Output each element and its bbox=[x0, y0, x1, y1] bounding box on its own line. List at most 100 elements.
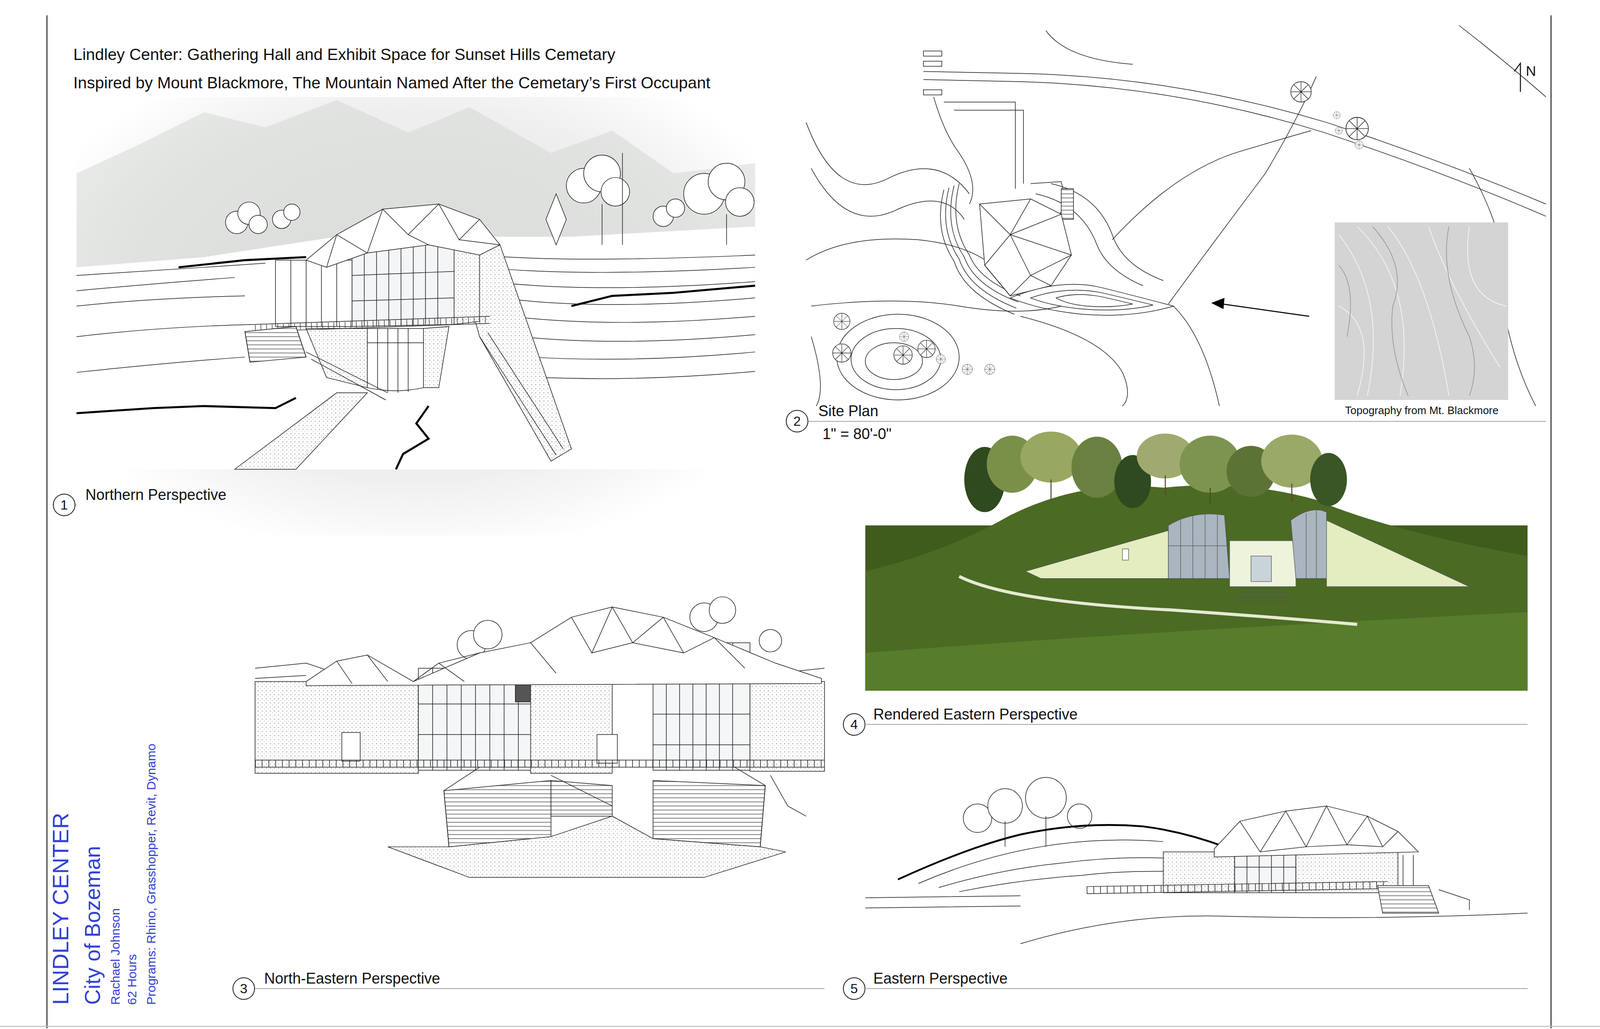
northern-perspective bbox=[245, 326, 307, 363]
view-title: Site Plan bbox=[818, 402, 879, 420]
site-plan bbox=[1446, 226, 1475, 397]
view-title: Rendered Eastern Perspective bbox=[873, 706, 1078, 723]
northern-perspective bbox=[530, 352, 755, 360]
inset-caption: Topography from Mt. Blackmore bbox=[1345, 404, 1499, 418]
rendered-eastern-perspective bbox=[1306, 510, 1317, 579]
eastern-perspective bbox=[1438, 889, 1470, 910]
north-eastern-perspective bbox=[759, 629, 782, 653]
rendered-eastern-perspective bbox=[1233, 588, 1293, 601]
site-plan bbox=[1428, 226, 1500, 368]
north-eastern-perspective bbox=[336, 607, 745, 684]
site-plan bbox=[1020, 316, 1128, 407]
view-number-circle: 1Northern Perspective bbox=[52, 493, 76, 517]
site-plan bbox=[1112, 130, 1312, 240]
north-eastern-perspective bbox=[255, 760, 825, 768]
site-plan bbox=[1345, 117, 1369, 140]
eastern-perspective bbox=[963, 777, 1093, 833]
site-plan bbox=[962, 364, 973, 375]
rendered-eastern-perspective bbox=[865, 612, 1528, 691]
northern-perspective bbox=[76, 397, 297, 414]
callout-number: 4 bbox=[850, 717, 858, 732]
northern-perspective bbox=[306, 328, 368, 388]
rendered-eastern-perspective bbox=[1168, 514, 1230, 579]
site-plan bbox=[899, 332, 909, 342]
rendered-eastern-perspective bbox=[959, 576, 1358, 625]
title-rule bbox=[255, 988, 825, 989]
site-plan bbox=[832, 343, 851, 363]
view-number-circle: 4Rendered Eastern Perspective bbox=[842, 713, 866, 736]
callout-number: 1 bbox=[60, 498, 68, 512]
rendered-eastern-perspective bbox=[865, 431, 1528, 691]
site-plan bbox=[806, 122, 970, 194]
site-plan bbox=[1372, 226, 1409, 397]
northern-perspective bbox=[306, 204, 500, 268]
sheet-frame bbox=[0, 15, 1600, 1029]
northern-perspective bbox=[76, 97, 756, 536]
north-eastern-perspective bbox=[652, 780, 765, 847]
sheet-frame bbox=[0, 1026, 1600, 1028]
title-rule bbox=[866, 724, 1528, 725]
rendered-eastern-perspective bbox=[1229, 540, 1296, 587]
site-plan bbox=[923, 61, 942, 67]
eastern-perspective bbox=[1163, 852, 1235, 893]
northern-perspective bbox=[479, 332, 564, 455]
author-name: Rachael Johnson bbox=[109, 908, 122, 1005]
eastern-perspective bbox=[865, 895, 1021, 908]
scale-note: 1" = 80'-0" bbox=[822, 425, 892, 443]
site-plan bbox=[1338, 226, 1507, 397]
north-eastern-perspective bbox=[550, 780, 613, 817]
view-number-circle: 2Site Plan bbox=[785, 410, 809, 433]
north-eastern-perspective bbox=[443, 767, 765, 848]
site-plan bbox=[1211, 297, 1225, 310]
site-plan bbox=[923, 50, 942, 56]
north-eastern-perspective bbox=[306, 607, 822, 686]
eastern-perspective bbox=[865, 777, 1528, 944]
callout-number: 5 bbox=[850, 982, 858, 996]
site-plan bbox=[1387, 226, 1450, 397]
view-number-circle: 5Eastern Perspective bbox=[842, 977, 866, 1000]
north-eastern-perspective bbox=[473, 620, 503, 650]
northern-perspective bbox=[76, 277, 235, 291]
northern-perspective bbox=[249, 215, 268, 234]
project-name: LINDLEY CENTER bbox=[49, 812, 72, 1005]
northern-perspective bbox=[500, 297, 755, 305]
site-plan bbox=[1030, 290, 1153, 311]
callout-number: 3 bbox=[240, 982, 248, 996]
site-plan bbox=[917, 340, 936, 358]
northern-perspective bbox=[76, 357, 245, 373]
site-plan bbox=[1355, 140, 1364, 150]
site-plan bbox=[811, 336, 821, 407]
northern-perspective bbox=[352, 242, 455, 327]
sheet-frame bbox=[46, 15, 48, 1029]
title-rule bbox=[866, 988, 1528, 989]
eastern-perspective bbox=[959, 871, 1194, 892]
client-name: City of Bozeman bbox=[81, 846, 104, 1006]
site-plan bbox=[936, 354, 946, 364]
site-plan bbox=[1338, 226, 1475, 397]
northern-perspective bbox=[290, 260, 337, 327]
site-plan bbox=[836, 314, 960, 400]
programs-note: Programs: Rhino, Grasshopper, Revit, Dyn… bbox=[145, 743, 158, 1005]
northern-perspective bbox=[540, 371, 755, 379]
site-plan bbox=[806, 25, 1547, 406]
site-plan bbox=[833, 313, 850, 330]
northern-perspective bbox=[367, 328, 424, 391]
site-plan bbox=[1056, 294, 1133, 307]
site-plan bbox=[984, 364, 995, 375]
northern-perspective bbox=[352, 243, 455, 327]
site-plan bbox=[1338, 234, 1374, 396]
eastern-perspective bbox=[963, 804, 993, 833]
title-rule bbox=[808, 421, 1547, 422]
rendered-eastern-perspective bbox=[865, 485, 1528, 691]
rendered-eastern-perspective bbox=[1122, 549, 1129, 561]
site-plan bbox=[1334, 222, 1508, 400]
sheet-frame bbox=[1550, 15, 1552, 1029]
site-plan bbox=[850, 328, 941, 390]
site-plan bbox=[1168, 76, 1317, 305]
north-eastern-perspective bbox=[597, 734, 618, 764]
rendered-eastern-perspective bbox=[1050, 475, 1292, 505]
north-eastern-perspective bbox=[255, 597, 825, 878]
eastern-perspective bbox=[1214, 806, 1419, 858]
northern-perspective bbox=[275, 260, 353, 327]
